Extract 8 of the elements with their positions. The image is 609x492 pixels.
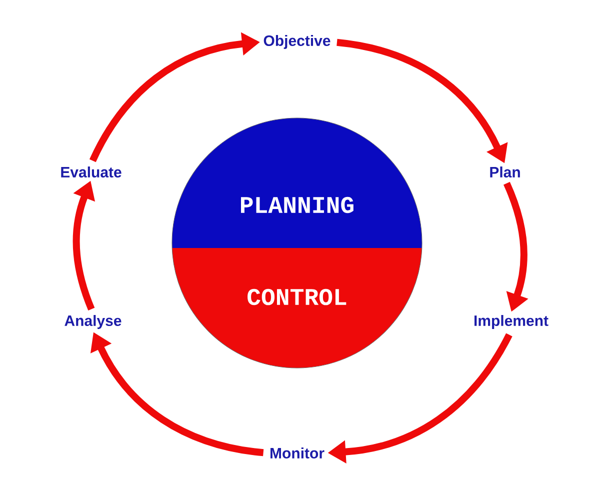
- step-label: Monitor: [270, 448, 324, 458]
- step-label: Plan: [490, 166, 520, 178]
- semicircle: PLANNING: [172, 118, 422, 248]
- step-label: Implement: [474, 315, 548, 329]
- step-label: Objective: [264, 35, 330, 49]
- semicircle: CONTROL: [172, 248, 422, 368]
- step-label: Analyse: [64, 315, 122, 329]
- step-label: Evaluate: [61, 166, 122, 178]
